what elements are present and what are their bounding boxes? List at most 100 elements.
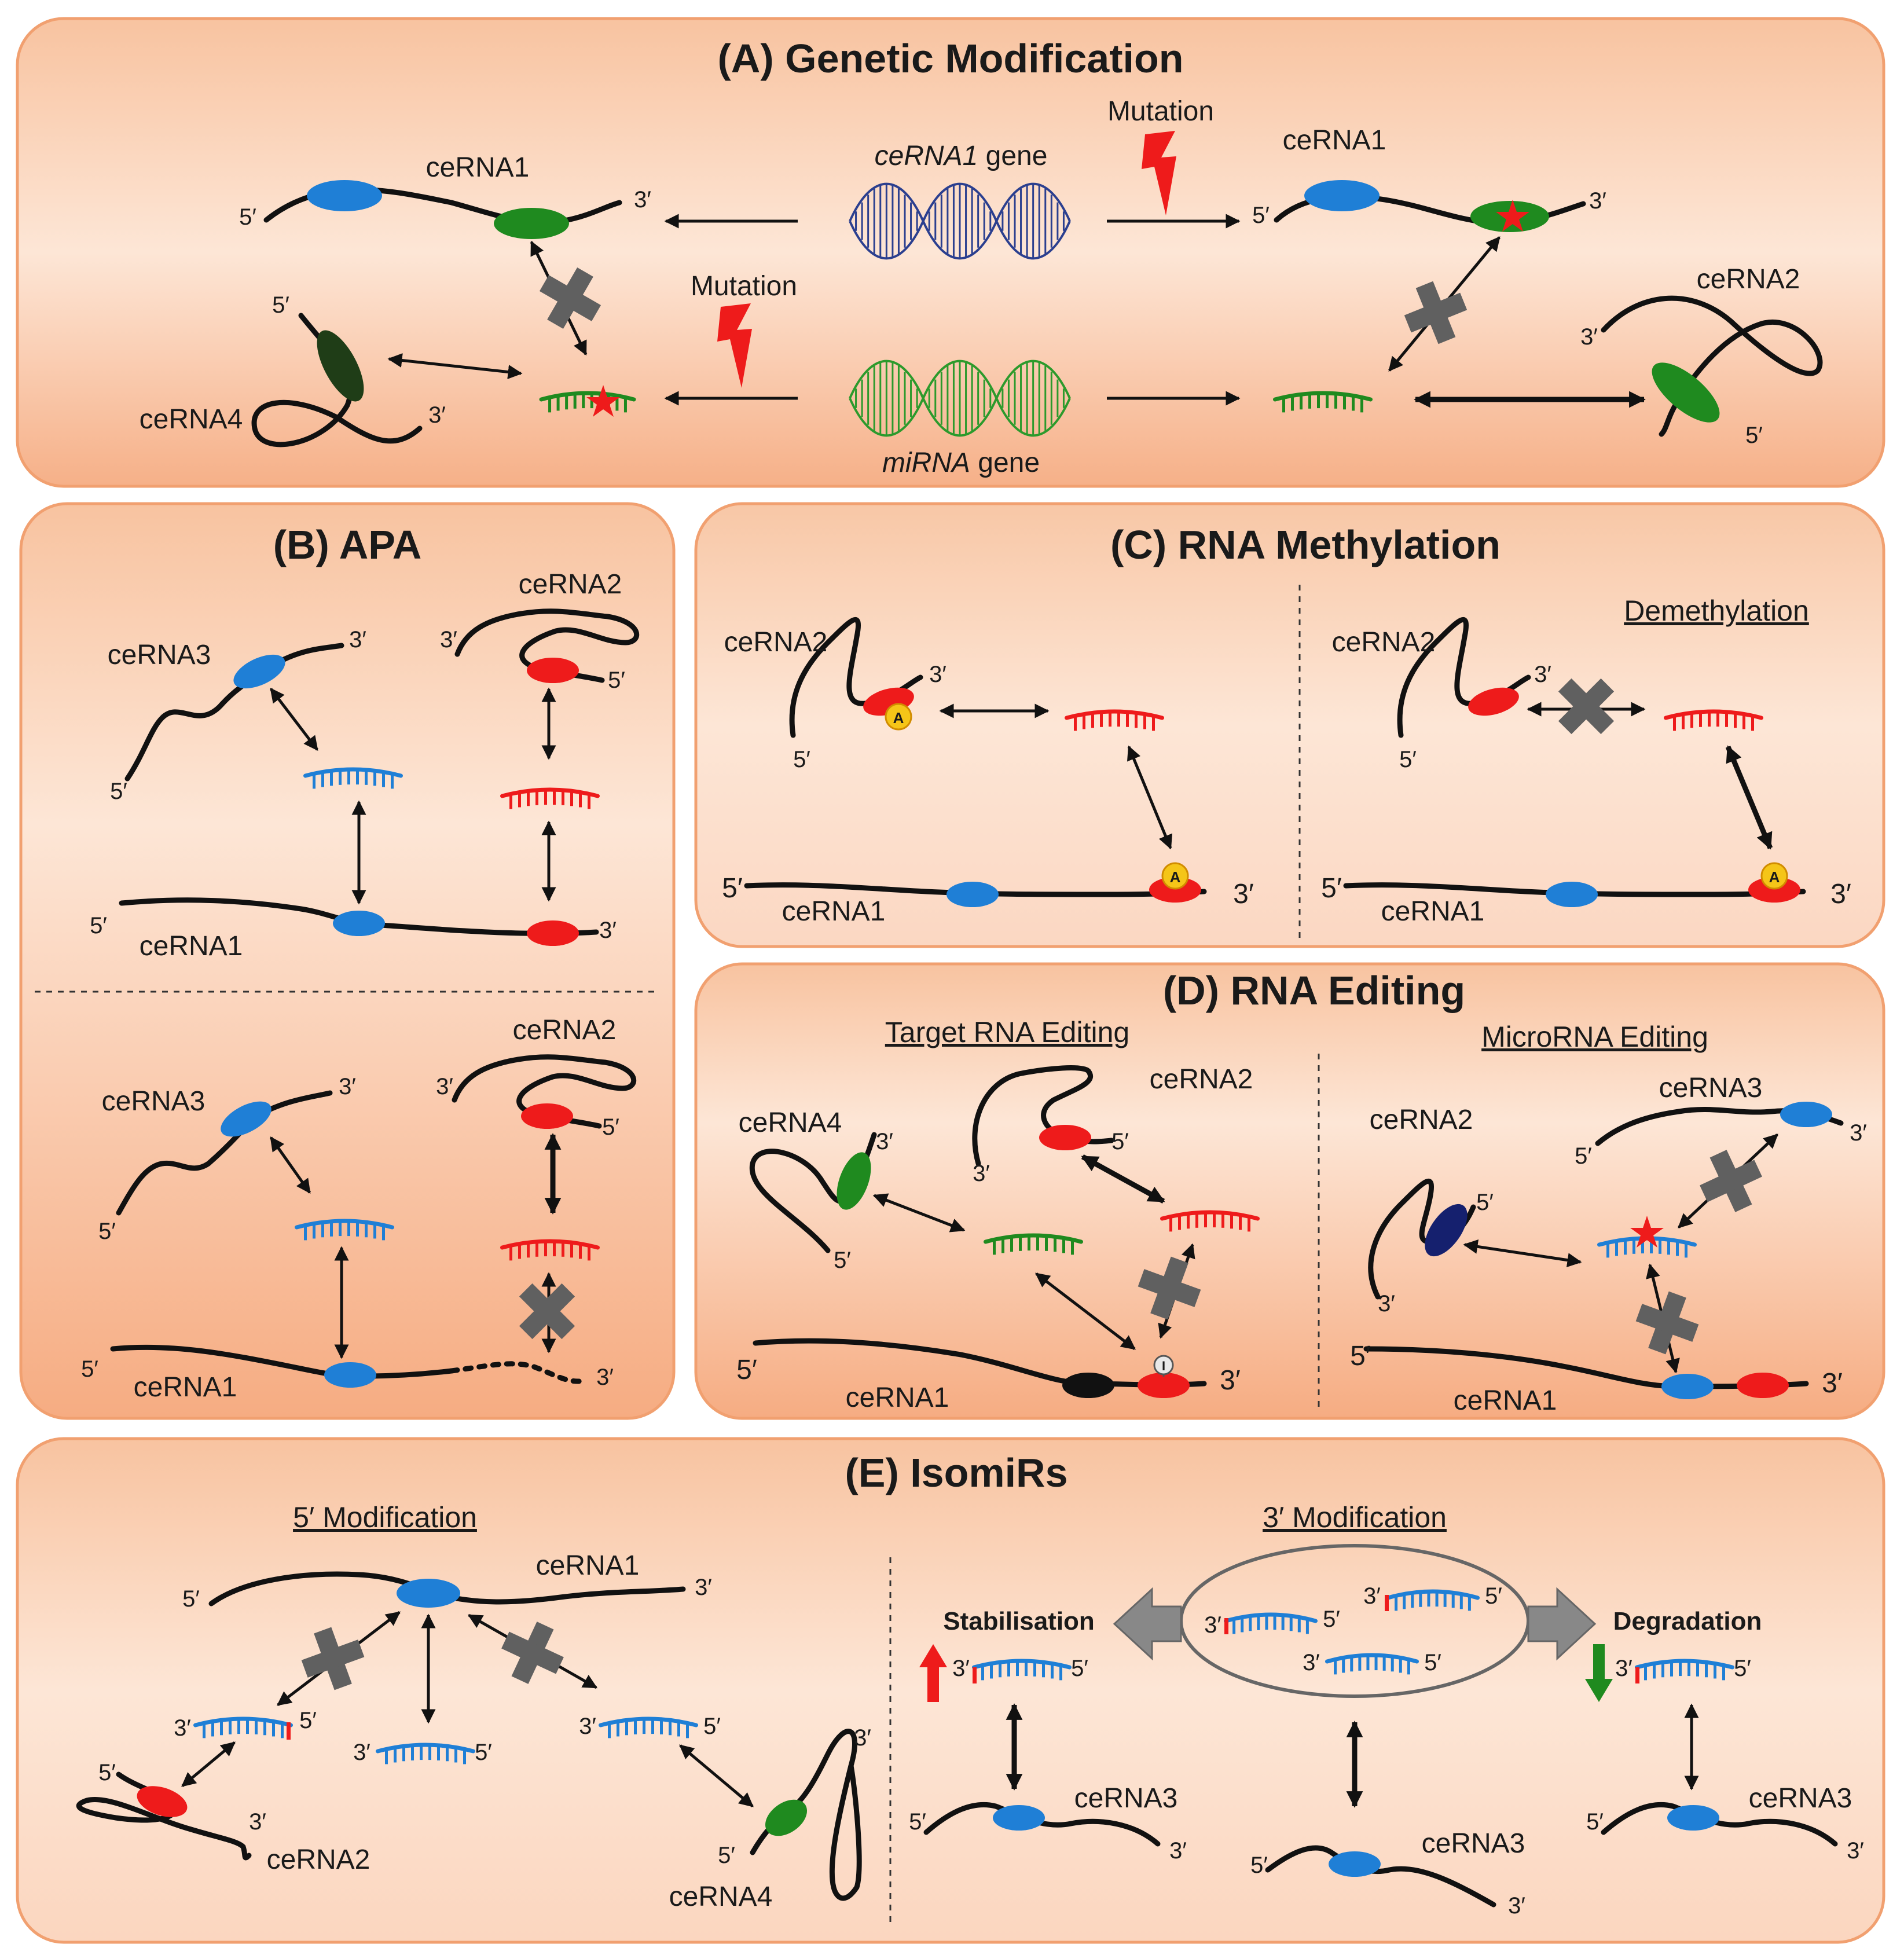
cerna4-label: ceRNA4 — [140, 404, 243, 435]
cerna3-label: ceRNA3 — [1074, 1783, 1178, 1814]
mre-blue-site — [1661, 1374, 1714, 1399]
mre-blue-site — [307, 180, 382, 211]
mre-red-site — [527, 920, 579, 946]
cerna3-label: ceRNA3 — [1749, 1783, 1852, 1814]
panel-d: (D) RNA Editing Target RNA Editing Micro… — [694, 962, 1885, 1420]
interaction-arrow — [1035, 1272, 1136, 1350]
three-prime-label: 3′ — [1534, 662, 1551, 687]
modification-tick — [1224, 1618, 1228, 1634]
panel-c-background — [694, 502, 1885, 948]
interaction-arrow — [1463, 1239, 1582, 1268]
three-prime-label: 3′ — [174, 1715, 191, 1741]
cerna3-label: ceRNA3 — [108, 640, 211, 670]
modification-tick — [1635, 1667, 1639, 1683]
five-prime-label: 5′ — [475, 1740, 492, 1765]
interaction-arrow — [1127, 745, 1172, 850]
mre-blue-site — [324, 1362, 376, 1388]
three-prime-label: 3′ — [1850, 1120, 1867, 1146]
five-prime-label: 5′ — [1424, 1650, 1441, 1675]
microrna-editing-label: MicroRNA Editing — [1481, 1021, 1708, 1053]
five-prime-label: 5′ — [834, 1248, 851, 1273]
m6a-mark: A — [893, 709, 904, 727]
down-arrow-icon — [1585, 1644, 1613, 1702]
cerna1-label: ceRNA1 — [536, 1550, 640, 1581]
mirna-red — [1664, 709, 1763, 731]
interaction-arrow — [270, 688, 318, 751]
five-prime-label: 5′ — [299, 1708, 317, 1733]
three-prime-label: 3′ — [973, 1161, 990, 1186]
five-prime-label: 5′ — [1350, 1341, 1371, 1371]
mre-blue-site — [1304, 180, 1380, 211]
mutation-bolt-icon — [717, 303, 752, 388]
panel-b-title: (B) APA — [273, 522, 422, 567]
three-prime-label: 3′ — [440, 627, 457, 652]
three-prime-label: 3′ — [634, 187, 651, 212]
five-prime-label: 5′ — [793, 747, 810, 772]
cerna1-left-label: ceRNA1 — [426, 152, 530, 183]
mirna-red — [500, 787, 600, 809]
cerna1-label: ceRNA1 — [1454, 1385, 1557, 1416]
five-mod-label: 5′ Modification — [293, 1501, 477, 1534]
cerna4-label: ceRNA4 — [739, 1107, 842, 1138]
mirna-blue — [295, 1219, 394, 1241]
isomir-stabilised — [972, 1659, 1072, 1681]
five-prime-label: 5′ — [182, 1586, 200, 1612]
five-prime-label: 5′ — [736, 1355, 757, 1385]
panel-c: (C) RNA Methylation A ceRNA2 3′ 5′ A 5′ … — [694, 502, 1885, 948]
three-prime-label: 3′ — [596, 1365, 614, 1390]
interaction-arrow — [269, 1136, 311, 1194]
mre-green-site — [1652, 362, 1720, 423]
cerna3-strand — [116, 1090, 333, 1216]
inosine-mark: I — [1162, 1359, 1165, 1373]
modification-tick — [973, 1667, 977, 1683]
panel-d-title: (D) RNA Editing — [1163, 968, 1465, 1013]
mre-blue-site — [397, 1579, 460, 1608]
three-prime-label: 3′ — [1363, 1583, 1381, 1609]
cerna2-label: ceRNA2 — [513, 1015, 617, 1046]
demethylation-label: Demethylation — [1624, 595, 1809, 627]
three-prime-label: 3′ — [1822, 1368, 1843, 1399]
mre-blue-site — [947, 882, 999, 907]
mirna-blue-edited — [1597, 1236, 1697, 1258]
mirna-gene-label: miRNA gene — [882, 448, 1040, 478]
three-mod-label: 3′ Modification — [1263, 1501, 1447, 1534]
mre-blue-site — [1667, 1805, 1719, 1831]
mre-red-site — [1039, 1125, 1091, 1150]
five-prime-label: 5′ — [718, 1843, 735, 1868]
mre-darkgreen-site — [317, 330, 364, 402]
mre-blue-site — [233, 654, 285, 689]
mutation-star-icon — [586, 385, 620, 417]
degradation-direction-arrow — [1527, 1587, 1597, 1661]
five-prime-label: 5′ — [98, 1760, 116, 1785]
five-prime-label: 5′ — [1575, 1143, 1592, 1169]
three-prime-label: 3′ — [1303, 1650, 1320, 1675]
three-prime-label: 3′ — [952, 1656, 970, 1681]
panel-a: (A) Genetic Modification ceRNA1 gene miR… — [16, 17, 1885, 488]
cerna2-label: ceRNA2 — [1150, 1064, 1253, 1095]
three-prime-label: 3′ — [1615, 1656, 1632, 1681]
five-prime-label: 5′ — [602, 1114, 619, 1140]
five-prime-label: 5′ — [608, 667, 625, 693]
three-prime-label: 3′ — [599, 918, 617, 943]
cerna1-strand — [110, 1344, 454, 1379]
cerna1-label: ceRNA1 — [134, 1372, 237, 1403]
five-prime-label: 5′ — [110, 779, 127, 804]
three-prime-label: 3′ — [1830, 879, 1851, 909]
three-prime-label: 3′ — [1589, 188, 1606, 214]
m6a-mark: A — [1170, 868, 1181, 886]
mirna-red — [1065, 709, 1164, 731]
interaction-arrow — [872, 1193, 966, 1233]
three-prime-label: 3′ — [876, 1129, 893, 1154]
mre-black-site — [1062, 1373, 1114, 1398]
cerna2-label: ceRNA2 — [267, 1844, 370, 1875]
isomir-degraded — [1635, 1659, 1734, 1681]
isomir-3prime — [1224, 1612, 1318, 1634]
five-prime-label: 5′ — [1399, 747, 1417, 772]
cerna1-label: ceRNA1 — [1381, 896, 1485, 927]
panel-a-background — [16, 17, 1885, 488]
five-prime-label: 5′ — [90, 913, 107, 938]
mre-red-site — [1737, 1373, 1789, 1398]
three-prime-label: 3′ — [1220, 1365, 1241, 1396]
five-prime-label: 5′ — [272, 292, 289, 318]
